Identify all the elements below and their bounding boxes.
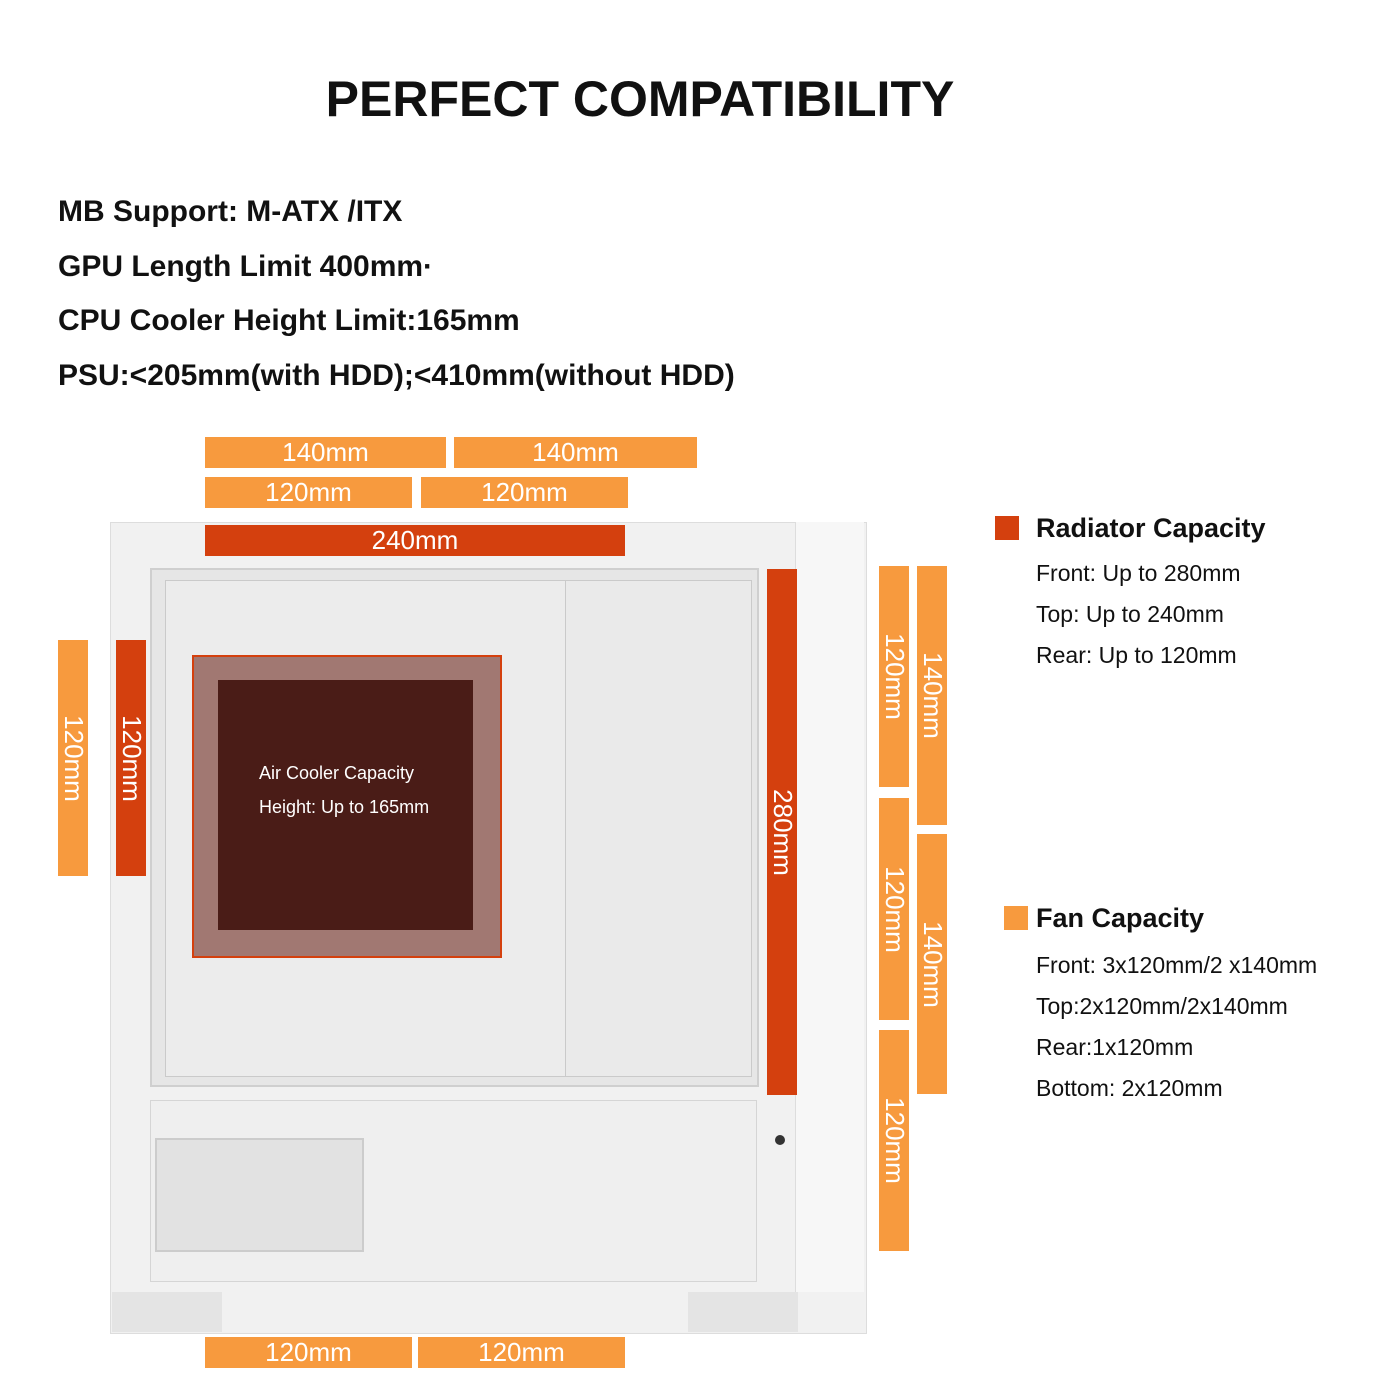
spec-mb: MB Support: M-ATX /ITX: [58, 195, 403, 228]
cable-tray: [565, 580, 752, 1077]
top-fan-140-1: 140mm: [205, 437, 446, 468]
front-fan-label: 140mm: [917, 652, 948, 739]
front-fan-140-2: 140mm: [917, 834, 948, 1094]
fan-legend-item: Rear:1x120mm: [1036, 1034, 1194, 1060]
air-cooler-inner: [218, 680, 473, 930]
case-foot-front: [688, 1292, 798, 1332]
psu-window: [155, 1138, 364, 1252]
front-panel: [795, 522, 864, 1292]
rear-radiator-label: 120mm: [116, 714, 147, 802]
power-button-icon: [775, 1135, 785, 1145]
spec-psu: PSU:<205mm(with HDD);<410mm(without HDD): [58, 359, 735, 392]
spec-cpu-cooler: CPU Cooler Height Limit:165mm: [58, 304, 520, 337]
top-fan-120-2: 120mm: [421, 477, 628, 508]
fan-legend-title: Fan Capacity: [1036, 903, 1205, 933]
page-title: PERFECT COMPATIBILITY: [325, 71, 955, 127]
fan-legend-swatch: [1004, 906, 1028, 930]
front-fan-label: 140mm: [917, 920, 948, 1008]
front-fan-140-1: 140mm: [917, 566, 948, 825]
radiator-legend-item: Front: Up to 280mm: [1036, 560, 1241, 586]
top-fan-120-1: 120mm: [205, 477, 412, 508]
bottom-fan-120-2: 120mm: [418, 1337, 625, 1368]
front-fan-120-1: 120mm: [879, 566, 910, 787]
rear-fan-label: 120mm: [58, 714, 89, 802]
radiator-legend-item: Top: Up to 240mm: [1036, 601, 1224, 627]
rear-radiator-120: 120mm: [116, 640, 147, 876]
top-radiator-240: 240mm: [205, 525, 625, 556]
front-fan-120-3: 120mm: [879, 1030, 910, 1251]
front-fan-120-2: 120mm: [879, 798, 910, 1020]
radiator-legend-title: Radiator Capacity: [1036, 513, 1266, 543]
air-cooler-height: Height: Up to 165mm: [259, 797, 430, 817]
case-foot-rear: [112, 1292, 222, 1332]
top-fan-140-2: 140mm: [454, 437, 697, 468]
front-fan-label: 120mm: [879, 1097, 910, 1184]
front-fan-label: 120mm: [879, 633, 910, 720]
radiator-legend-swatch: [995, 516, 1019, 540]
bottom-fan-120-1: 120mm: [205, 1337, 412, 1368]
rear-fan-120: 120mm: [58, 640, 89, 876]
air-cooler-label: Air Cooler Capacity: [259, 763, 415, 783]
spec-gpu: GPU Length Limit 400mm·: [58, 250, 434, 283]
front-radiator-label: 280mm: [767, 788, 798, 876]
fan-legend-item: Top:2x120mm/2x140mm: [1036, 993, 1288, 1019]
front-radiator-280: 280mm: [767, 569, 798, 1095]
radiator-legend-item: Rear: Up to 120mm: [1036, 642, 1237, 668]
fan-legend-item: Bottom: 2x120mm: [1036, 1075, 1223, 1101]
front-fan-label: 120mm: [879, 865, 910, 953]
fan-legend-item: Front: 3x120mm/2 x140mm: [1036, 952, 1318, 978]
